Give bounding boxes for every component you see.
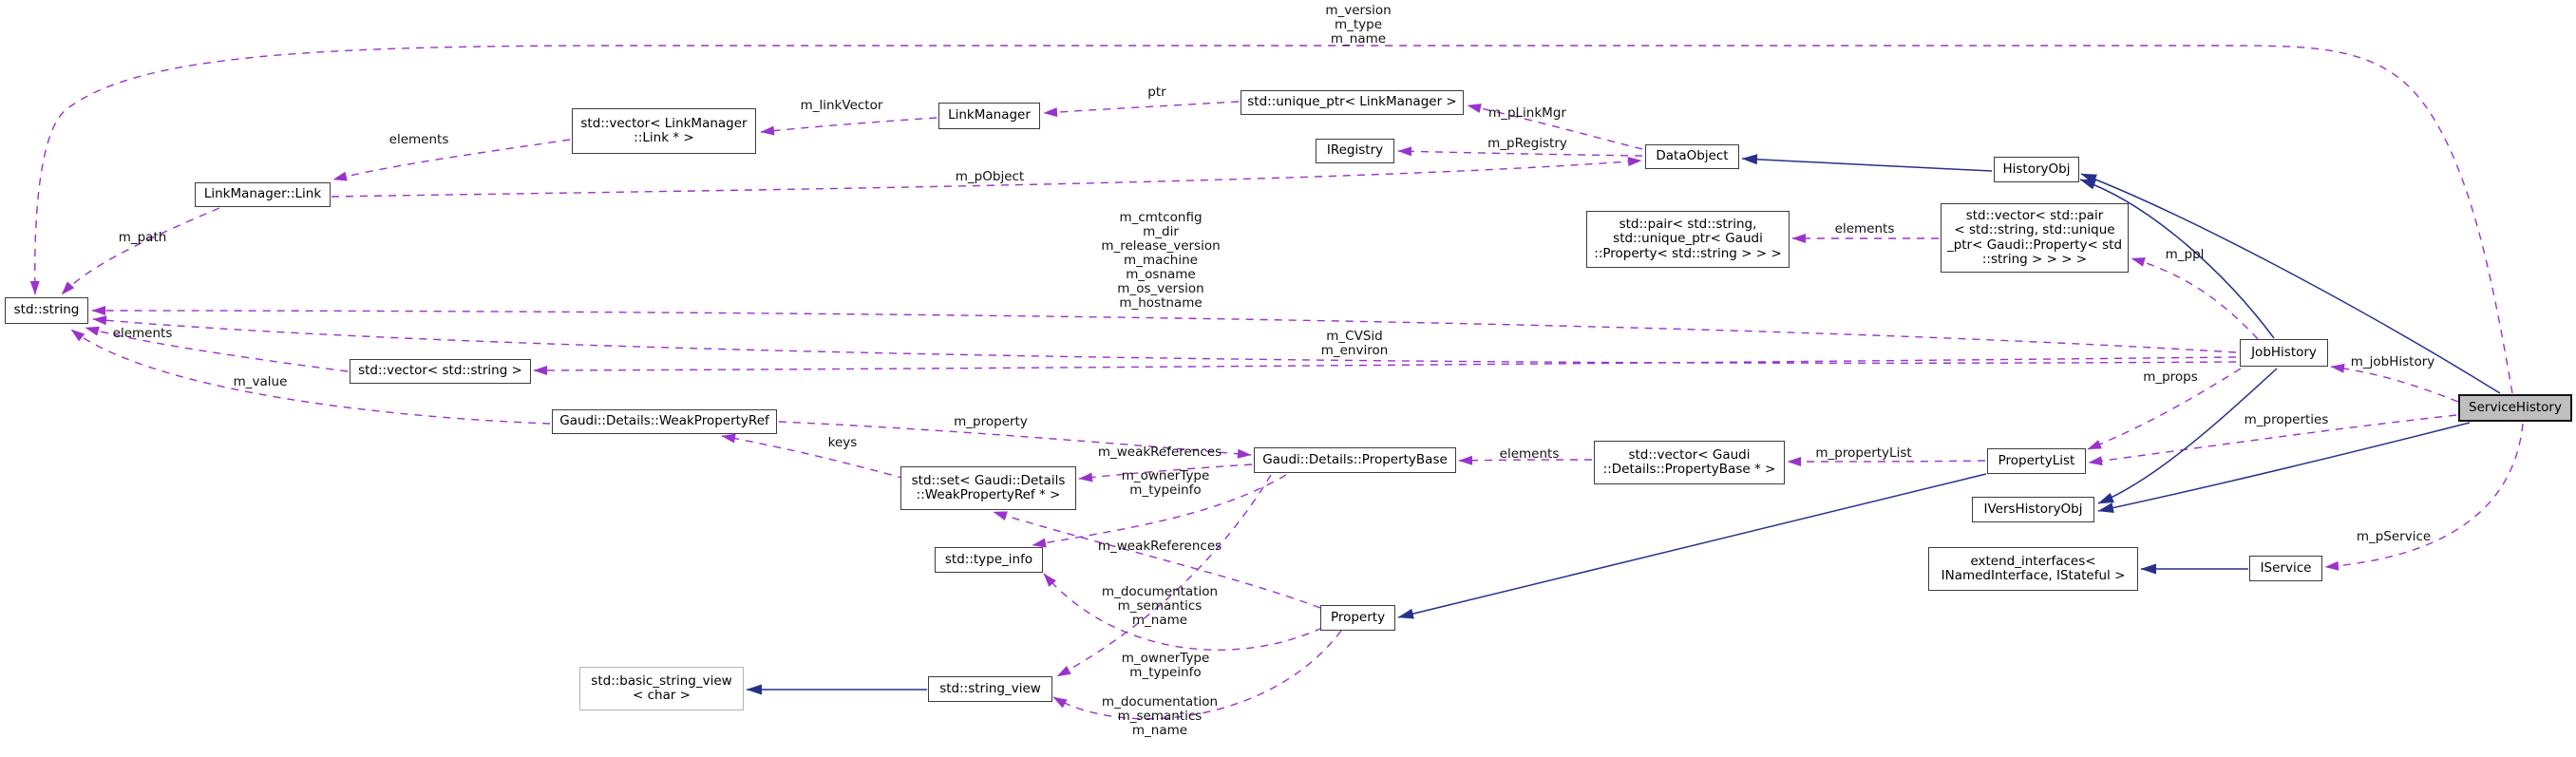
node-veclink[interactable]: std::vector< LinkManager ::Link * > <box>572 108 756 154</box>
usage-edge-uptr-to-linkmgr <box>1043 101 1240 118</box>
inheritance-edge-servicehistory-to-historyobj <box>2080 173 2501 394</box>
inheritance-edge-jobhistory-to-ivershistoryobj <box>2097 368 2278 504</box>
node-propertylist[interactable]: PropertyList <box>1987 448 2086 474</box>
node-propertybase[interactable]: Gaudi::Details::PropertyBase <box>1254 447 1456 473</box>
node-set[interactable]: std::set< Gaudi::Details ::WeakPropertyR… <box>900 466 1076 510</box>
usage-edge-vecstring-to-string <box>85 326 349 372</box>
usage-edge-propertylist-to-vecpb <box>1787 456 1986 466</box>
inheritance-edge-servicehistory-to-ivershistoryobj <box>2097 422 2471 514</box>
node-servicehistory[interactable]: ServiceHistory <box>2458 394 2572 422</box>
node-pair[interactable]: std::pair< std::string, std::unique_ptr<… <box>1586 211 1790 268</box>
usage-edge-servicehistory-to-propertylist <box>2088 414 2457 466</box>
node-typeinfo[interactable]: std::type_info <box>935 547 1043 573</box>
inheritance-edge-jobhistory-to-historyobj <box>2079 179 2275 339</box>
usage-edge-jobhistory-to-string <box>92 315 2237 364</box>
usage-edge-property-to-typeinfo <box>1043 573 1323 651</box>
usage-edge-propertybase-to-typeinfo <box>1032 474 1287 548</box>
node-vecpb[interactable]: std::vector< Gaudi ::Details::PropertyBa… <box>1594 441 1785 484</box>
node-ivershistoryobj[interactable]: IVersHistoryObj <box>1972 497 2094 522</box>
node-weakref[interactable]: Gaudi::Details::WeakPropertyRef <box>552 409 777 434</box>
usage-edge-property-to-strview <box>1052 630 1342 720</box>
inheritance-edge-historyobj-to-dataobject <box>1741 154 1993 172</box>
node-vecstring[interactable]: std::vector< std::string > <box>350 359 531 384</box>
node-historyobj[interactable]: HistoryObj <box>1994 157 2079 182</box>
usage-edge-link-to-dataobject <box>331 157 1642 198</box>
node-strview[interactable]: std::string_view <box>928 676 1052 702</box>
node-bsv[interactable]: std::basic_string_view < char > <box>579 667 744 710</box>
usage-edge-jobhistory-to-vecpair <box>2131 257 2259 340</box>
usage-edge-vecpb-to-propertybase <box>1458 455 1593 465</box>
usage-edge-jobhistory-to-string <box>91 306 2237 353</box>
usage-edge-set-to-weakref <box>721 433 906 480</box>
node-extif[interactable]: extend_interfaces< INamedInterface, ISta… <box>1928 547 2138 591</box>
usage-edge-servicehistory-to-string <box>29 45 2513 394</box>
usage-edge-servicehistory-to-jobhistory <box>2330 363 2459 403</box>
usage-edge-jobhistory-to-vecstring <box>533 356 2237 375</box>
usage-edge-weakref-to-string <box>70 329 551 425</box>
usage-edge-link-to-string <box>61 207 220 295</box>
node-iservice[interactable]: IService <box>2249 556 2322 581</box>
node-linkmgr[interactable]: LinkManager <box>938 103 1040 129</box>
usage-edge-dataobject-to-uptr <box>1467 104 1643 150</box>
node-uptr[interactable]: std::unique_ptr< LinkManager > <box>1241 90 1464 115</box>
usage-edge-propertybase-to-strview <box>1056 474 1272 677</box>
usage-edge-weakref-to-propertybase <box>778 421 1252 459</box>
usage-edge-servicehistory-to-iservice <box>2324 423 2524 571</box>
node-dataobject[interactable]: DataObject <box>1645 144 1739 169</box>
node-iregistry[interactable]: IRegistry <box>1316 139 1394 163</box>
usage-edge-dataobject-to-iregistry <box>1397 146 1643 157</box>
node-jobhistory[interactable]: JobHistory <box>2240 339 2328 367</box>
usage-edge-propertybase-to-set <box>1078 464 1253 483</box>
node-link[interactable]: LinkManager::Link <box>195 182 331 207</box>
node-property[interactable]: Property <box>1320 605 1395 631</box>
inheritance-edge-propertylist-to-property <box>1397 473 1987 619</box>
usage-edge-linkmgr-to-veclink <box>760 117 938 136</box>
node-vecpair[interactable]: std::vector< std::pair < std::string, st… <box>1941 203 2129 273</box>
usage-edge-veclink-to-link <box>332 139 571 181</box>
usage-edge-jobhistory-to-propertylist <box>2087 368 2242 450</box>
node-string[interactable]: std::string <box>5 297 88 324</box>
